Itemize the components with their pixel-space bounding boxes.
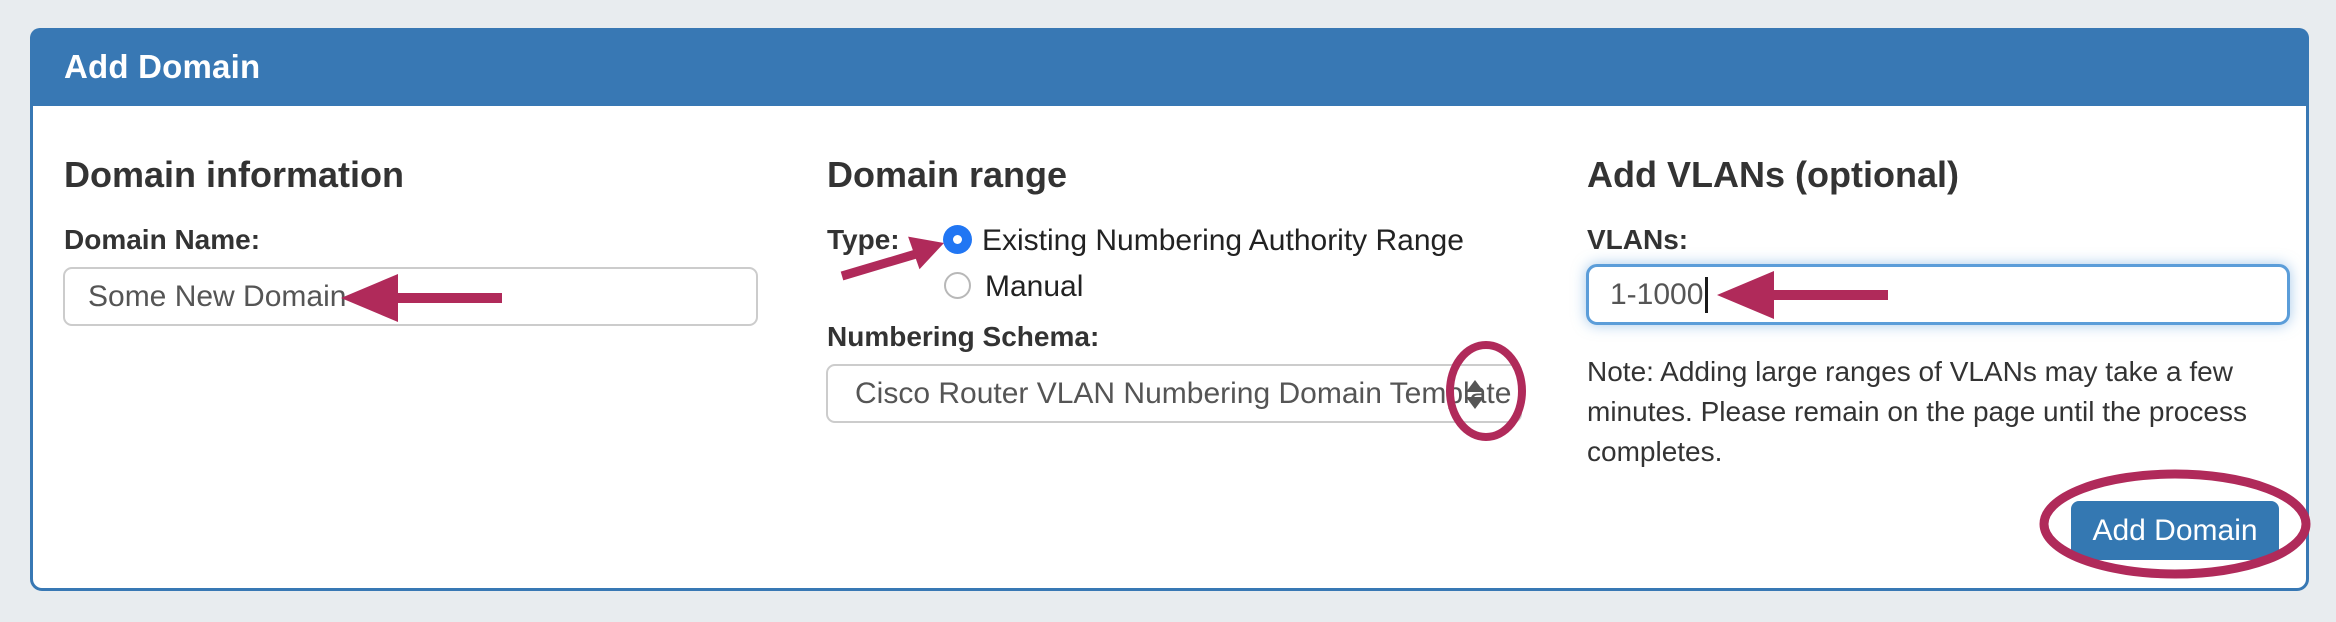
domain-range-heading: Domain range <box>827 154 1068 195</box>
select-spinner-icon <box>1466 380 1484 409</box>
radio-label-manual[interactable]: Manual <box>985 270 1084 303</box>
domain-name-input[interactable]: Some New Domain <box>63 267 758 326</box>
vlans-label: VLANs: <box>1587 224 1689 255</box>
radio-existing-numbering-authority-range[interactable] <box>943 225 972 254</box>
numbering-schema-select[interactable]: Cisco Router VLAN Numbering Domain Templ… <box>826 364 1522 423</box>
radio-selected-dot-icon <box>953 235 962 244</box>
panel-title: Add Domain <box>64 48 261 85</box>
panel-header: Add Domain <box>30 28 2309 106</box>
domain-name-input-value: Some New Domain <box>88 279 347 313</box>
numbering-schema-selected-value: Cisco Router VLAN Numbering Domain Templ… <box>855 376 1512 410</box>
text-caret <box>1705 276 1709 313</box>
vlans-note: Note: Adding large ranges of VLANs may t… <box>1587 356 2247 467</box>
radio-label-existing-numbering-authority-range[interactable]: Existing Numbering Authority Range <box>982 224 1464 257</box>
vlans-input-value: 1-1000 <box>1610 277 1704 311</box>
type-label: Type: <box>827 224 900 255</box>
vlans-input[interactable]: 1-1000 <box>1586 264 2290 325</box>
add-domain-button[interactable]: Add Domain <box>2071 501 2279 560</box>
radio-manual[interactable] <box>944 272 971 299</box>
add-domain-panel: Add Domain Domain information Domain Nam… <box>30 28 2309 591</box>
numbering-schema-label: Numbering Schema: <box>827 321 1100 352</box>
domain-name-label: Domain Name: <box>64 224 261 255</box>
add-vlans-heading: Add VLANs (optional) <box>1587 154 1959 195</box>
domain-information-heading: Domain information <box>64 154 404 195</box>
